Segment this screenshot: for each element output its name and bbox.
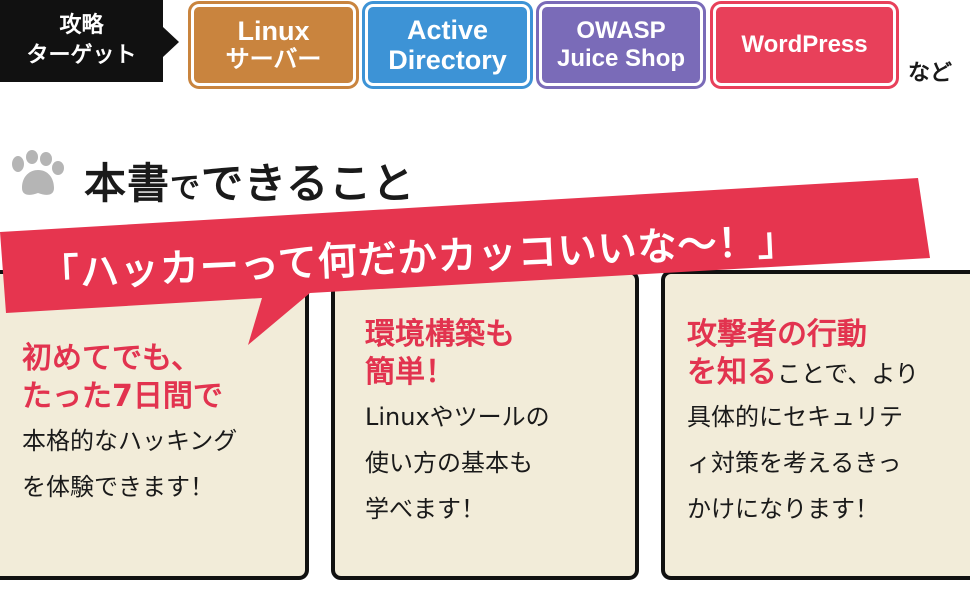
heading-part2: で [170, 171, 202, 206]
etc-label: など [908, 61, 953, 86]
tag-wordpress: WordPress [713, 4, 896, 86]
section-heading: 本書でできること [84, 150, 415, 211]
tag-wp-line1: WordPress [741, 31, 868, 58]
tag-linux-line1: Linux [237, 16, 310, 46]
card3-mixed-black: ことで、より [777, 360, 919, 388]
card3-line3: かけになります！ [687, 495, 879, 523]
paw-icon [12, 150, 64, 195]
card3-line1: 具体的にセキュリテ [687, 403, 903, 431]
heading-part1: 本書 [84, 159, 171, 208]
target-label-line2: ターゲット [26, 43, 137, 68]
arrow-right-icon [163, 27, 179, 57]
card1-line2: を体験できます！ [22, 473, 214, 501]
heading-part3: できること [201, 159, 416, 208]
feature-card-2: 環境構築も 簡単！ Linuxやツールの 使い方の基本も 学べます！ [331, 270, 639, 580]
card2-red-line1: 環境構築も [365, 317, 515, 352]
feature-card-3: 攻撃者の行動 を知ることで、より 具体的にセキュリテ ィ対策を考えるきっ かけに… [661, 270, 970, 580]
tag-linux-server: Linux サーバー [191, 4, 356, 86]
card3-mixed-red: を知る [687, 355, 777, 390]
card1-red-line1: 初めてでも、 [22, 341, 202, 376]
card2-line1: Linuxやツールの [365, 403, 550, 431]
target-label-line1: 攻略 [59, 13, 104, 38]
card1-line1: 本格的なハッキング [22, 427, 238, 455]
tag-linux-line2: サーバー [225, 46, 322, 73]
tag-owasp-line1: OWASP [576, 17, 666, 44]
card3-line2: ィ対策を考えるきっ [687, 449, 902, 477]
tag-owasp-juice-shop: OWASP Juice Shop [539, 4, 703, 86]
tag-active-directory: Active Directory [365, 4, 530, 86]
tag-owasp-line2: Juice Shop [556, 45, 686, 72]
tag-ad-line2: Directory [388, 45, 507, 75]
card2-red-line2: 簡単！ [365, 355, 455, 390]
card2-line3: 学べます！ [365, 495, 485, 523]
card1-red-line2: たった7日間で [22, 379, 223, 414]
banner-shape [0, 178, 930, 345]
card2-line2: 使い方の基本も [365, 449, 533, 477]
tag-ad-line1: Active [406, 15, 489, 45]
target-label: 攻略 ターゲット [0, 0, 163, 82]
card3-red-line1: 攻撃者の行動 [687, 317, 867, 352]
